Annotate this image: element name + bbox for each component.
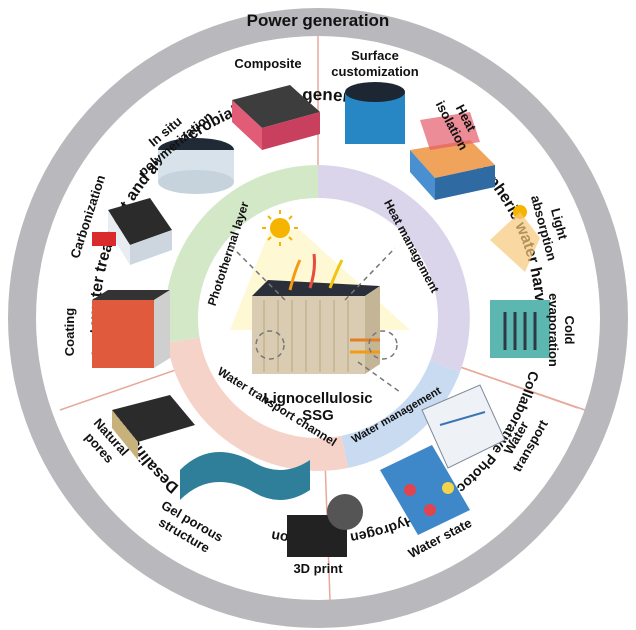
- center-label-line1: Lignocellulosic: [263, 390, 372, 407]
- wood-block-illustration: [252, 253, 380, 374]
- water-transport-illustration: [421, 384, 506, 469]
- light-absorption-illustration: [490, 205, 540, 272]
- label-cold-evaporation-1: Cold: [562, 316, 577, 345]
- 3d-print-illustration: [287, 494, 363, 557]
- coating-illustration: [92, 290, 170, 368]
- label-3d-print: 3D print: [293, 561, 343, 576]
- heat-isolation-illustration: [410, 112, 495, 200]
- label-coating: Coating: [62, 308, 77, 356]
- ring-label-top-flat: Power generation: [247, 11, 390, 30]
- label-surface-1: Surface: [351, 48, 399, 63]
- natural-pores-illustration: [112, 395, 195, 460]
- surface-customization-illustration: [345, 82, 405, 144]
- gel-porous-illustration: [180, 452, 310, 500]
- label-surface-2: customization: [331, 64, 418, 79]
- center-label-line2: SSG: [302, 407, 334, 424]
- cold-evaporation-illustration: [490, 300, 550, 358]
- water-state-illustration: [380, 445, 470, 535]
- in-situ-illustration: [158, 138, 234, 194]
- composite-illustration: [232, 85, 320, 150]
- label-composite: Composite: [234, 56, 301, 71]
- carbonization-illustration: [92, 198, 172, 265]
- dashed-arrows: [229, 244, 401, 393]
- label-cold-evaporation-2: evaporation: [546, 293, 561, 367]
